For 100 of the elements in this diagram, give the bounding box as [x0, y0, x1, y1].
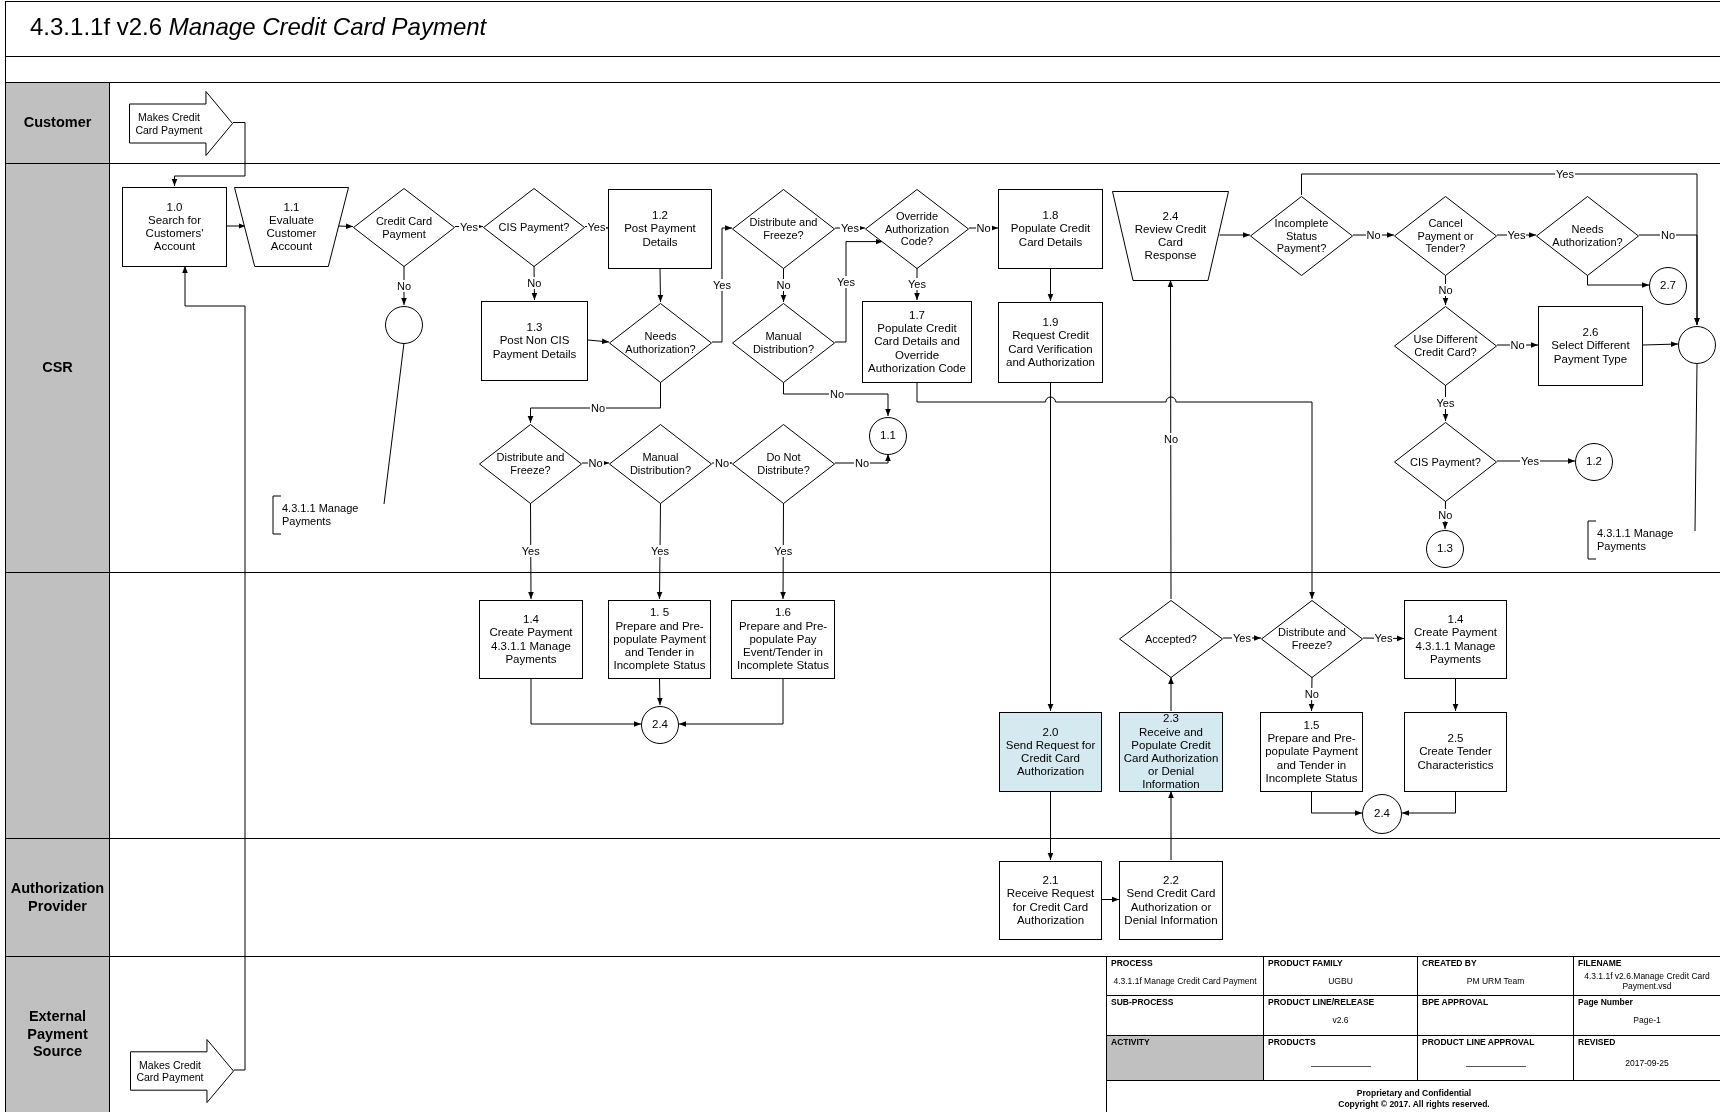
connector-circle [1649, 267, 1687, 305]
arrow [657, 267, 664, 303]
event-arrow-shape [129, 91, 233, 156]
edge-label: No [853, 457, 871, 469]
decision-label: Needs Authorization? [1551, 223, 1624, 249]
edge-label: Yes [586, 221, 607, 234]
edge-label: Yes [1506, 229, 1527, 241]
process-box [608, 600, 711, 679]
arrow [226, 223, 246, 229]
decision-label: Cancel Payment or Tender? [1416, 217, 1475, 255]
lane-header: External Payment Source [6, 957, 110, 1112]
step-label: Populate Credit Card Details and Override Authorization Code [867, 322, 967, 376]
field-heading: PRODUCT LINE/RELEASE [1268, 998, 1375, 1008]
lane-header: Authorization Provider [6, 839, 110, 956]
step-number: 2.2 [1163, 874, 1179, 888]
arrow [528, 502, 534, 600]
step-number: 1.5 [1303, 718, 1320, 733]
decision-label: Needs Authorization? [624, 330, 697, 356]
edge-label: Yes [1555, 168, 1575, 180]
decision-diamond [1394, 306, 1497, 386]
process-box [998, 302, 1103, 383]
reference-number: 2.4 [652, 718, 668, 732]
edge-label: No [1303, 688, 1320, 700]
step-label: Populate Credit Card Details [1009, 222, 1092, 249]
arrow [182, 265, 246, 1071]
process-box [1538, 306, 1643, 386]
edge-label: No [1162, 433, 1180, 445]
lane-header: CSR [6, 164, 110, 572]
edge-label: No [1365, 229, 1382, 241]
step-number: 2.5 [1447, 732, 1464, 746]
step-number: 1.8 [1042, 209, 1059, 223]
event-label: Makes Credit Card Payment [134, 111, 204, 136]
step-label: Review Credit Card Response [1133, 222, 1208, 263]
decision-diamond [479, 424, 582, 504]
arrow [527, 381, 661, 424]
step-label: Post Payment Details [623, 222, 697, 249]
decision-label: Manual Distribution? [751, 330, 816, 356]
connector-circle [1426, 530, 1464, 568]
arrow [530, 677, 642, 727]
step-number: 2.4 [1162, 209, 1179, 223]
field-value: 4.3.1.1f Manage Credit Card Payment [1112, 974, 1258, 988]
lane-header: Customer [6, 83, 110, 163]
field-heading: SUB-PROCESS [1111, 998, 1174, 1008]
step-number: 1.1 [283, 200, 300, 214]
decision-diamond [609, 303, 712, 383]
field-value: v2.6 [1331, 1014, 1350, 1028]
leader-line [383, 342, 405, 505]
event-arrow-shape [130, 1039, 234, 1103]
field-heading: PRODUCTS [1268, 1038, 1316, 1048]
decision-label: CIS Payment? [1410, 455, 1481, 469]
decision-diamond [1119, 600, 1223, 678]
footer-note: Copyright © 2017. All rights reserved. [1337, 1099, 1491, 1109]
arrow [337, 223, 354, 230]
decision-diamond [609, 424, 712, 504]
edge-label: No [713, 457, 731, 469]
arrow [1311, 790, 1363, 816]
step-label: Prepare and Pre-populate Payment and Tender in Incomplete Status [612, 619, 707, 673]
field-heading: CREATED BY [1422, 959, 1477, 969]
decision-diamond [732, 424, 835, 504]
arrow [587, 338, 610, 345]
process-box [479, 600, 583, 679]
decision-diamond [1394, 422, 1497, 502]
decision-diamond [732, 303, 835, 383]
connector-circle [869, 417, 907, 455]
step-label: Prepare and Pre-populate Pay Event/Tender in Incomplete Status [735, 619, 831, 673]
edge-label: Yes [1373, 632, 1394, 645]
process-box [999, 712, 1102, 792]
arrow [1047, 381, 1054, 712]
field-value: Page-1 [1632, 1014, 1662, 1028]
reference-number: 1.1 [880, 429, 896, 443]
swimlane [6, 163, 1720, 572]
title: 4.3.1.1f v2.6 Manage Credit Card Payment [30, 13, 487, 41]
swimlane [6, 956, 1106, 1112]
step-number: 1.6 [775, 606, 791, 620]
step-label: Create Payment 4.3.1.1 Manage Payments [488, 626, 574, 666]
decision-diamond [1261, 600, 1363, 678]
step-label: Send Request for Credit Card Authorization [1004, 738, 1097, 779]
step-number: 2.6 [1582, 326, 1599, 340]
step-label: Select Different Payment Type [1550, 339, 1631, 366]
reference-number: 1.2 [1586, 455, 1602, 469]
field-heading: BPE APPROVAL [1422, 998, 1489, 1008]
decision-label: Use Different Credit Card? [1412, 333, 1479, 359]
arrow [1587, 274, 1650, 288]
process-box [998, 189, 1103, 269]
arrow [1167, 279, 1174, 600]
step-number: 1.4 [1447, 613, 1464, 627]
process-box [1119, 712, 1223, 792]
arrow [711, 225, 733, 343]
decision-label: Distribute and Freeze? [495, 451, 566, 477]
step-label: Send Credit Card Authorization or Denial Information [1123, 887, 1219, 927]
annotation-text: 4.3.1.1 Manage Payments [282, 502, 360, 528]
field-heading: PRODUCT FAMILY [1268, 959, 1343, 969]
decision-label: Distribute and Freeze? [1277, 626, 1347, 652]
step-label: Receive and Populate Credit Card Authorization or Denial Information [1123, 725, 1219, 792]
edge-label: No [1509, 339, 1526, 351]
arrow [1219, 232, 1251, 238]
swimlane [6, 572, 1720, 838]
edge-label: No [1659, 229, 1677, 241]
step-number: 2.1 [1042, 874, 1059, 888]
edge-label: Yes [773, 545, 794, 557]
